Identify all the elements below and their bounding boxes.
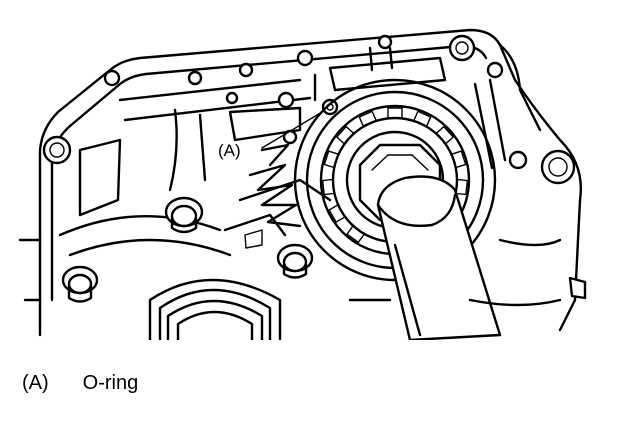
bolt-left-lower (61, 265, 99, 303)
callout-a: (A) (218, 111, 323, 160)
legend: (A) O-ring (22, 372, 138, 395)
gear-teeth (248, 143, 302, 228)
callout-label: (A) (218, 141, 241, 160)
housing-ribs (58, 46, 507, 257)
lower-bore (148, 278, 282, 340)
housing-holes (42, 34, 576, 185)
bolt-left-upper (164, 196, 204, 234)
right-housing-details (18, 238, 587, 307)
bolt-center (276, 243, 314, 279)
legend-text: O-ring (82, 372, 139, 394)
socket-tool (376, 175, 502, 340)
transmission-housing-diagram: (A) (18, 28, 587, 340)
legend-key: (A) (22, 372, 49, 394)
